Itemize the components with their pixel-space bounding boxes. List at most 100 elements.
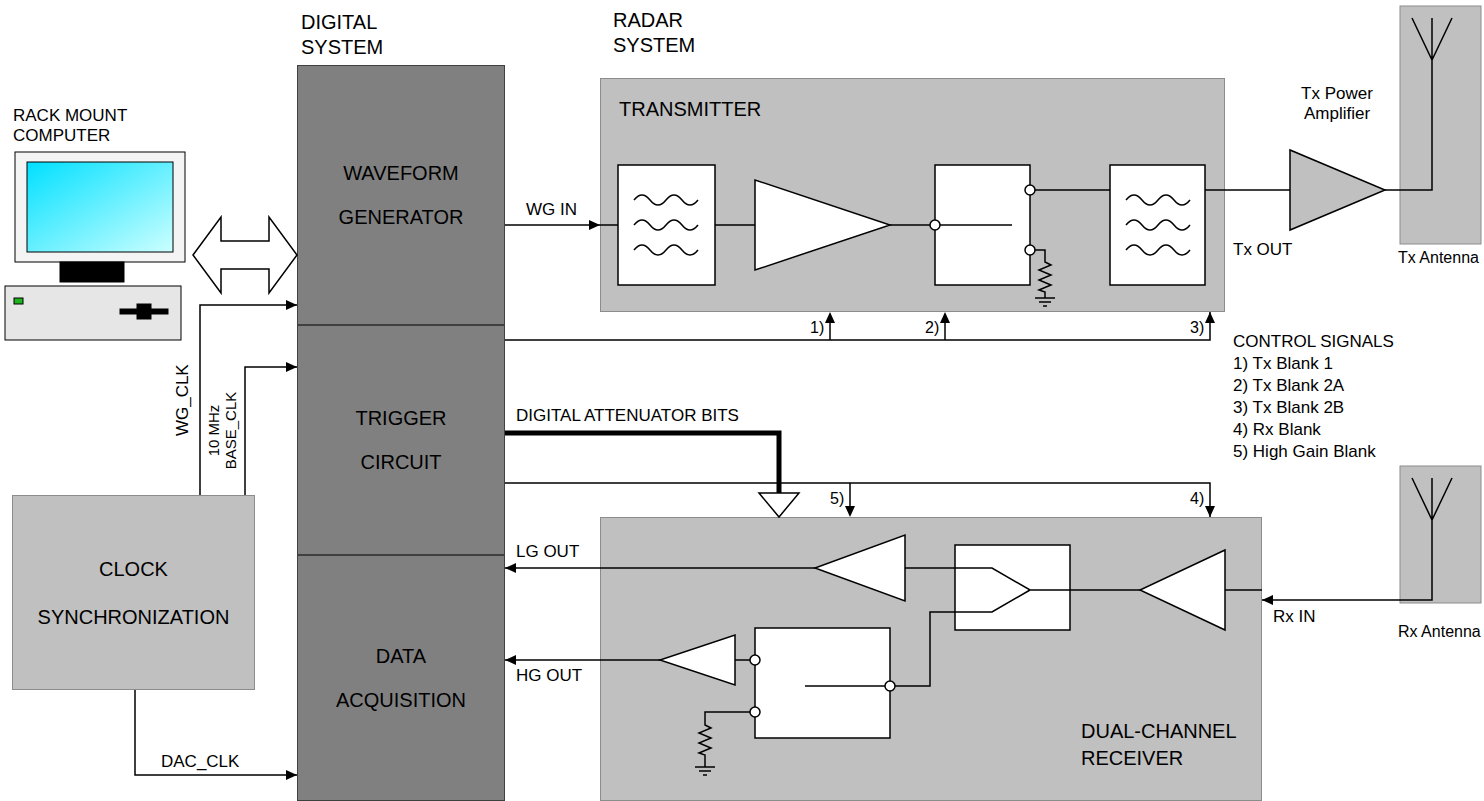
annotation: 2) Tx Blank 2A bbox=[1232, 376, 1345, 396]
arrow-head bbox=[1205, 506, 1215, 517]
transmitter-chain-part bbox=[755, 180, 890, 270]
node-label: CLOCK SYNCHRONIZATION bbox=[20, 545, 247, 641]
tx-antenna-symbol bbox=[1396, 6, 1481, 244]
connector bbox=[505, 312, 1215, 340]
transmitter-chain-part bbox=[940, 224, 1012, 226]
annotation: RADAR SYSTEM bbox=[612, 8, 724, 58]
wire bbox=[135, 690, 297, 775]
wire bbox=[1225, 189, 1285, 191]
transmitter-box: TRANSMITTER bbox=[600, 78, 1225, 312]
signal-label: DAC_CLK bbox=[160, 752, 240, 772]
signal-label: Tx OUT bbox=[1232, 240, 1294, 260]
receiver-chain-part bbox=[600, 567, 815, 569]
node-label: Rx Antenna bbox=[1398, 622, 1481, 641]
transmitter-chain-part bbox=[1025, 185, 1035, 195]
receiver-chain bbox=[600, 535, 1262, 775]
wire bbox=[505, 659, 600, 661]
transmitter-chain-part bbox=[1126, 195, 1190, 255]
antenna-node: Tx Antenna bbox=[1396, 4, 1484, 272]
clock-box: CLOCK SYNCHRONIZATION bbox=[12, 495, 255, 690]
computer-icon-part bbox=[15, 152, 185, 262]
power-amplifier-symbol-part bbox=[1290, 150, 1385, 230]
wire bbox=[1262, 599, 1396, 601]
control-signal-arrows bbox=[825, 312, 950, 517]
transmitter-chain-part bbox=[715, 224, 755, 226]
rx-antenna-symbol bbox=[1396, 466, 1481, 603]
control-signal-arrows-part bbox=[825, 312, 835, 323]
node-label: Tx Antenna bbox=[1398, 248, 1479, 267]
arrow-head bbox=[286, 300, 297, 310]
control-signal-arrows-part bbox=[940, 312, 950, 323]
node-label: WAVEFORM GENERATOR bbox=[321, 151, 481, 239]
control-signal-arrows-part bbox=[944, 323, 946, 340]
transmitter-chain-part bbox=[1035, 250, 1051, 298]
receiver-chain-part bbox=[1140, 550, 1225, 630]
connector bbox=[505, 433, 799, 517]
arrow-head bbox=[286, 362, 297, 372]
receiver-chain-part bbox=[755, 628, 890, 738]
annotation: 4) bbox=[1189, 489, 1205, 508]
receiver-chain-part bbox=[695, 767, 715, 775]
node-label: RACK MOUNT COMPUTER bbox=[13, 106, 148, 147]
node-label: DIGITAL SYSTEM bbox=[301, 10, 411, 60]
receiver-chain-part bbox=[955, 568, 1070, 612]
connector bbox=[505, 563, 600, 573]
arrow-head bbox=[286, 770, 297, 780]
connector bbox=[505, 655, 600, 665]
arrow-head bbox=[1262, 595, 1273, 605]
receiver-chain-part bbox=[895, 612, 955, 686]
power-amplifier-symbol-part bbox=[1385, 189, 1390, 191]
computer-icon-part bbox=[137, 304, 151, 319]
control-signal-arrows-part bbox=[849, 483, 851, 506]
connector bbox=[193, 217, 297, 293]
transmitter-chain-part bbox=[1205, 189, 1225, 191]
node-label: DUAL-CHANNEL RECEIVER bbox=[1081, 718, 1251, 772]
connector bbox=[505, 483, 1215, 517]
bus-line bbox=[505, 433, 779, 493]
transmitter-chain-part bbox=[1035, 189, 1110, 191]
signal-label: LG OUT bbox=[515, 542, 580, 562]
receiver-chain-part bbox=[660, 635, 735, 685]
system-section: WAVEFORM GENERATOR bbox=[297, 65, 505, 325]
tx-antenna-symbol-part bbox=[1396, 18, 1452, 190]
transmitter-chain-part bbox=[930, 220, 940, 230]
connector bbox=[1225, 190, 1285, 191]
transmitter-chain-part bbox=[600, 224, 618, 226]
computer-icon-part bbox=[14, 298, 23, 304]
power-amplifier-symbol-part bbox=[1285, 189, 1290, 191]
transmitter-chain-part bbox=[618, 165, 715, 285]
wire bbox=[200, 305, 297, 495]
wire bbox=[505, 312, 1210, 340]
receiver-box: DUAL-CHANNEL RECEIVER bbox=[600, 517, 1262, 801]
tx-antenna-symbol-part bbox=[1400, 6, 1481, 244]
hollow-arrow-head bbox=[759, 493, 799, 517]
wire bbox=[505, 483, 1210, 517]
receiver-chain-part bbox=[905, 567, 955, 569]
connector bbox=[1262, 595, 1396, 605]
signal-label: HG OUT bbox=[515, 666, 583, 686]
annotation: CONTROL SIGNALS bbox=[1232, 332, 1395, 352]
receiver-chain-part bbox=[955, 545, 1070, 630]
receiver-chain-part bbox=[1225, 589, 1262, 591]
signal-label: 10 MHz BASE_CLK bbox=[206, 384, 239, 476]
computer-icon-part bbox=[5, 286, 181, 340]
annotation: 1) bbox=[809, 318, 825, 337]
computer-icon bbox=[5, 152, 185, 340]
receiver-chain-part bbox=[735, 659, 750, 661]
receiver-chain-part bbox=[805, 685, 885, 687]
arrow-head bbox=[589, 220, 600, 230]
receiver-chain-part bbox=[600, 659, 660, 661]
receiver-chain-part bbox=[815, 535, 905, 601]
arrow-head bbox=[505, 655, 516, 665]
computer-icon-part bbox=[27, 162, 173, 252]
node-label: TRANSMITTER bbox=[619, 97, 761, 121]
transmitter-chain-part bbox=[1025, 245, 1035, 255]
receiver-chain-part bbox=[699, 712, 750, 767]
receiver-chain-part bbox=[750, 655, 760, 665]
connector bbox=[245, 362, 297, 495]
rx-antenna-symbol-part bbox=[1400, 466, 1481, 603]
control-signal-arrows-part bbox=[829, 323, 831, 340]
node-label: Tx Power Amplifier bbox=[1287, 84, 1387, 125]
transmitter-chain-part bbox=[1110, 165, 1205, 285]
annotation: 5) High Gain Blank bbox=[1232, 442, 1377, 462]
